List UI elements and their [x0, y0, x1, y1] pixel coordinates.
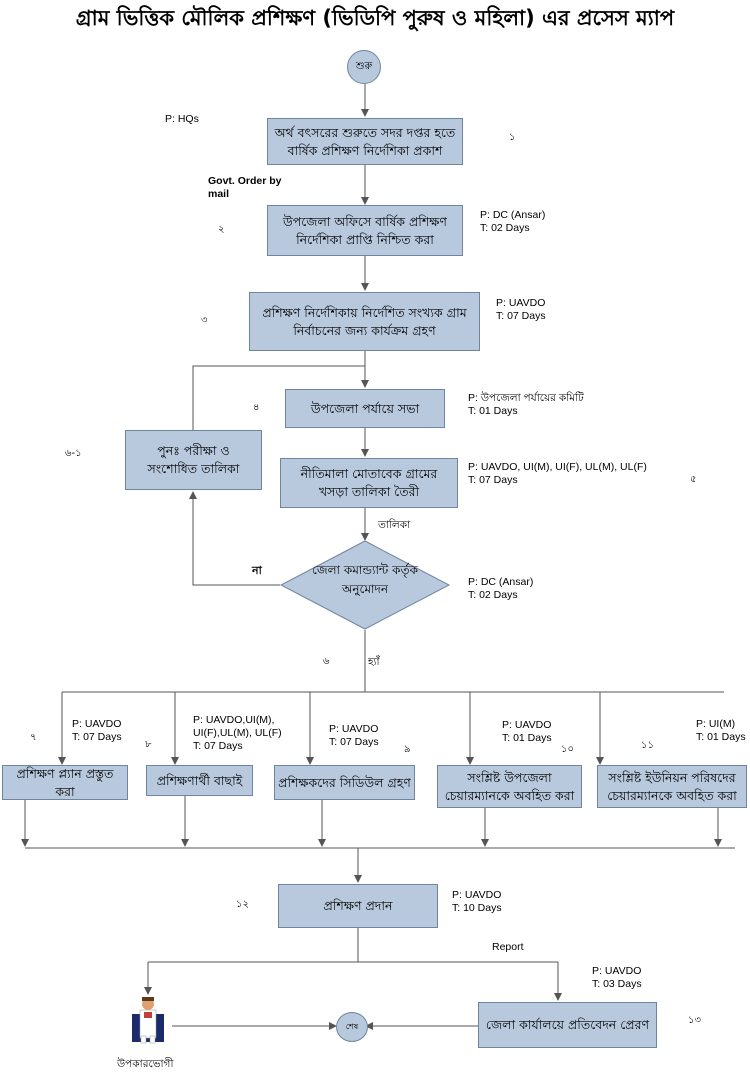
label-list: তালিকা	[378, 519, 411, 531]
end-node: শেষ	[336, 1012, 368, 1042]
label-yes: হ্যাঁ	[368, 656, 380, 668]
arrow-diamond-no	[189, 491, 280, 586]
step-number-7: ৭	[30, 732, 37, 743]
label-report: Report	[492, 941, 524, 953]
label-no: না	[252, 565, 262, 577]
step-number-3: ৩	[201, 315, 208, 326]
end-label: শেষ	[345, 1021, 359, 1031]
box-step-6-1: পুনঃ পরীক্ষা ও সংশোধিত তালিকা	[125, 430, 262, 490]
start-label: শুরু	[355, 60, 373, 72]
step-number-4: ৪	[253, 402, 260, 413]
step-number-10: ১০	[561, 744, 574, 755]
label-step-8: P: UAVDO,UI(M), UI(F),UL(M), UL(F) T: 07…	[193, 714, 282, 752]
decision-diamond	[279, 540, 451, 630]
box-step-10: সংশ্লিষ্ট উপজেলা চেয়ারম্যানকে অবহিত করা	[437, 765, 582, 808]
step-number-9: ৯	[404, 744, 411, 755]
step-number-2: ২	[218, 224, 225, 235]
step-number-1: ১	[509, 132, 516, 143]
step-number-6: ৬	[323, 656, 330, 667]
step-number-5: ৫	[690, 474, 697, 485]
box-step-8: প্রশিক্ষণার্থী বাছাই	[146, 765, 253, 796]
page-title: গ্রাম ভিত্তিক মৌলিক প্রশিক্ষণ (ভিডিপি পু…	[75, 6, 675, 30]
label-step-11: P: UI(M) T: 01 Days	[696, 718, 746, 743]
step-number-11: ১১	[641, 740, 654, 751]
label-step-7: P: UAVDO T: 07 Days	[72, 718, 122, 743]
label-step-1: P: HQs	[165, 113, 199, 125]
decision-text: জেলা কমান্ড্যান্ট কর্তৃক অনুমোদন	[312, 563, 418, 596]
label-step-10: P: UAVDO T: 01 Days	[502, 719, 552, 744]
label-step-5: P: UAVDO, UI(M), UI(F), UL(M), UL(F) T: …	[468, 461, 647, 486]
box-step-13: জেলা কার্যালয়ে প্রতিবেদন প্রেরণ	[478, 1002, 657, 1048]
label-step-13: P: UAVDO T: 03 Days	[592, 965, 642, 990]
box-step-3: প্রশিক্ষণ নির্দেশিকায় নির্দেশিত সংখ্যক …	[249, 292, 480, 351]
box-step-12: প্রশিক্ষণ প্রদান	[278, 884, 438, 928]
label-step-3: P: UAVDO T: 07 Days	[496, 297, 546, 322]
step-number-12: ১২	[236, 899, 249, 910]
step-number-8: ৮	[145, 739, 152, 750]
box-step-5: নীতিমালা মোতাবেক গ্রামের খসড়া তালিকা তৈ…	[280, 458, 458, 508]
start-node: শুরু	[347, 50, 381, 84]
box-step-9: প্রশিক্ষকদের সিডিউল গ্রহণ	[274, 765, 415, 800]
arrow-b61-b4	[192, 365, 365, 430]
label-govt-order: Govt. Order by mail	[208, 175, 282, 200]
beneficiary-person-icon	[132, 997, 164, 1044]
label-decision: P: DC (Ansar) T: 02 Days	[468, 576, 534, 601]
label-beneficiary: উপকারভোগী	[117, 1058, 174, 1070]
label-step-2: P: DC (Ansar) T: 02 Days	[480, 209, 546, 234]
label-step-12: P: UAVDO T: 10 Days	[452, 889, 502, 914]
label-step-4: P: উপজেলা পর্যায়ের কমিটি T: 01 Days	[468, 392, 584, 417]
box-step-11: সংশ্লিষ্ট ইউনিয়ন পরিষদের চেয়ারম্যানকে …	[597, 765, 747, 808]
label-step-9: P: UAVDO T: 07 Days	[329, 723, 379, 748]
box-step-7: প্রশিক্ষণ প্ল্যান প্রস্তুত করা	[2, 765, 128, 800]
step-number-13: ১৩	[688, 1015, 701, 1026]
box-step-1: অর্থ বৎসরের শুরুতে সদর দপ্তর হতে বার্ষিক…	[267, 118, 463, 165]
step-number-6-1: ৬-১	[65, 448, 82, 459]
box-step-2: উপজেলা অফিসে বার্ষিক প্রশিক্ষণ নির্দেশিক…	[267, 205, 463, 256]
box-step-4: উপজেলা পর্যায়ে সভা	[285, 389, 445, 428]
